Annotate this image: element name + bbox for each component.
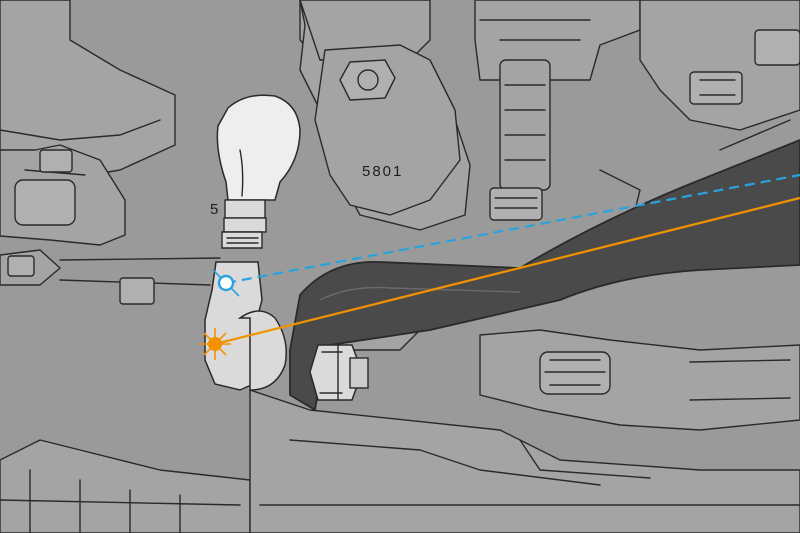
locking-nut — [309, 344, 363, 401]
original-roll-axis-line — [225, 173, 800, 285]
boot-marking: 5 — [210, 201, 220, 218]
adjustable-end-link: 5 — [204, 94, 369, 401]
geometry-overlay — [199, 173, 800, 360]
original-pivot-marker — [212, 269, 240, 297]
rod-end-eye — [237, 310, 287, 391]
lower-control-arm — [289, 139, 800, 411]
part-number-stamp: 5801 — [362, 163, 403, 180]
mounting-bracket: 5801 — [314, 44, 461, 216]
adjusted-pivot-marker — [199, 328, 231, 360]
ball-joint-boot — [216, 94, 301, 201]
bracket-nut — [339, 59, 396, 101]
adjusted-roll-axis-line — [214, 196, 800, 346]
